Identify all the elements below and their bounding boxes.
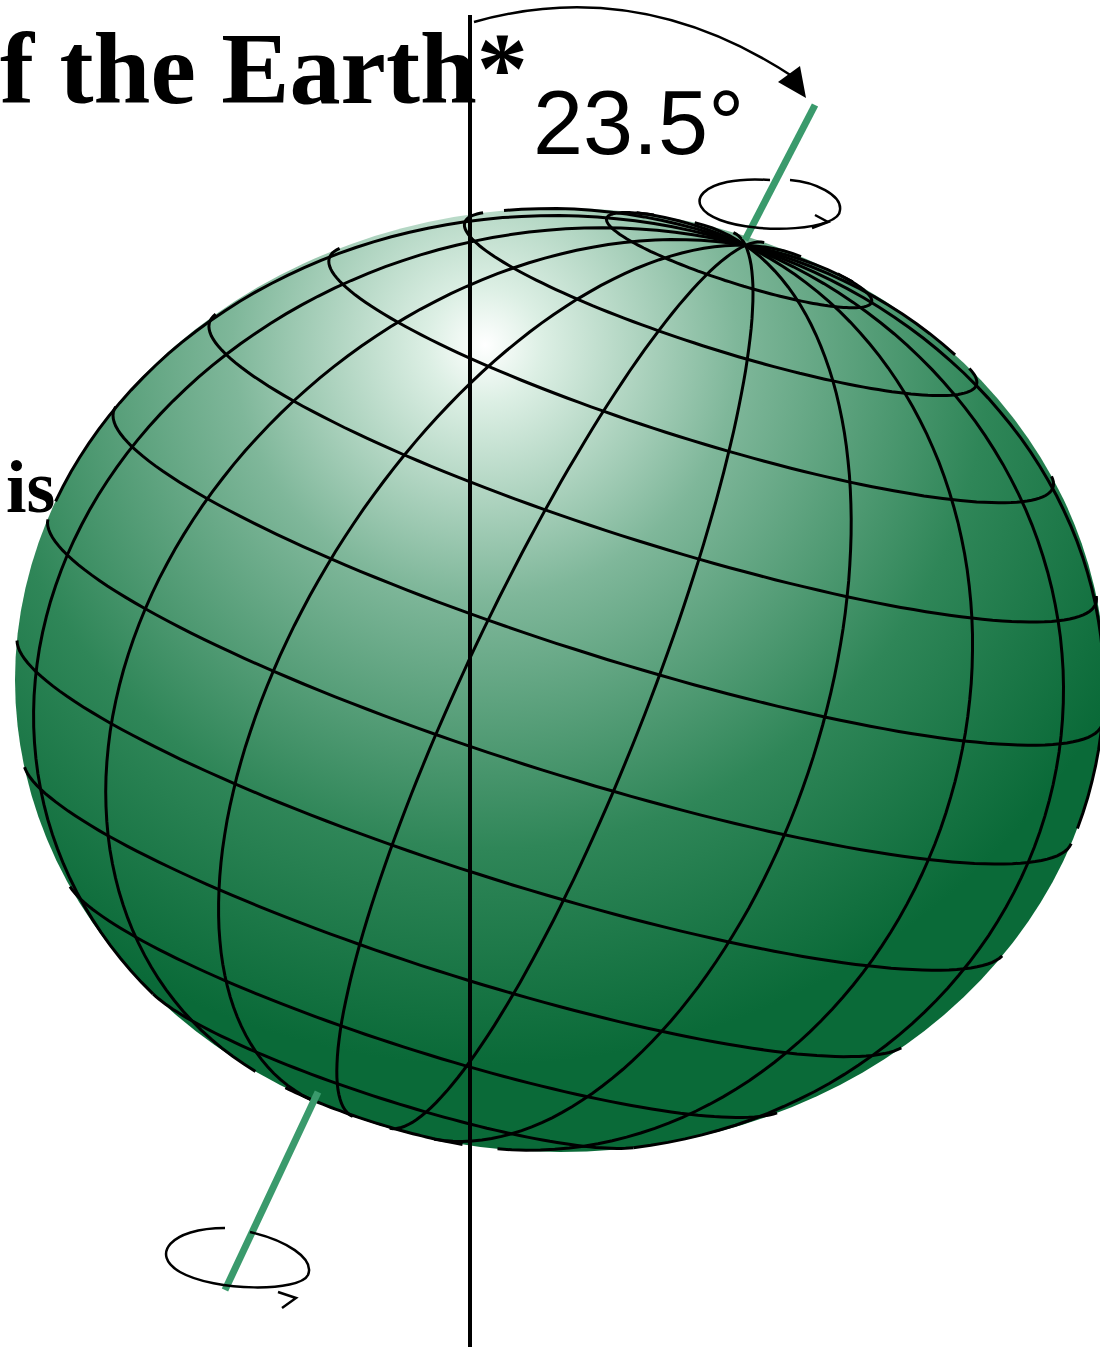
grid-line (25, 767, 902, 1056)
grid-line (48, 519, 1072, 864)
grid-line (746, 245, 1100, 828)
grid-line (498, 245, 973, 1150)
rotation-ellipse-top (700, 179, 840, 228)
grid-line (34, 228, 746, 994)
grid-line (219, 245, 746, 1099)
grid-line (746, 242, 765, 245)
title: f the Earth* (0, 18, 528, 120)
grid-line (337, 245, 746, 1116)
grid-line (434, 245, 851, 1141)
grid-line (113, 407, 1100, 746)
grid-line (153, 994, 633, 1149)
vertical-line (468, 15, 472, 1347)
rotation-axis-top (745, 105, 815, 240)
text-fragment: is (6, 450, 55, 524)
angle-arrowhead (778, 66, 806, 98)
globe-grid (17, 209, 1100, 1151)
grid-line (329, 248, 1053, 502)
grid-line (17, 641, 1002, 971)
rotation-axis-bottom (225, 1092, 318, 1290)
grid-line (390, 245, 753, 1128)
rotation-arrowhead-bottom (278, 1292, 296, 1308)
grid-line (106, 240, 746, 1072)
grid-line (633, 245, 1063, 1147)
rotation-arrowhead-top (812, 215, 828, 228)
angle-label: 23.5° (533, 78, 744, 168)
rotation-ellipse-bottom (166, 1228, 309, 1287)
globe (15, 208, 1100, 1152)
grid-line (607, 213, 872, 308)
